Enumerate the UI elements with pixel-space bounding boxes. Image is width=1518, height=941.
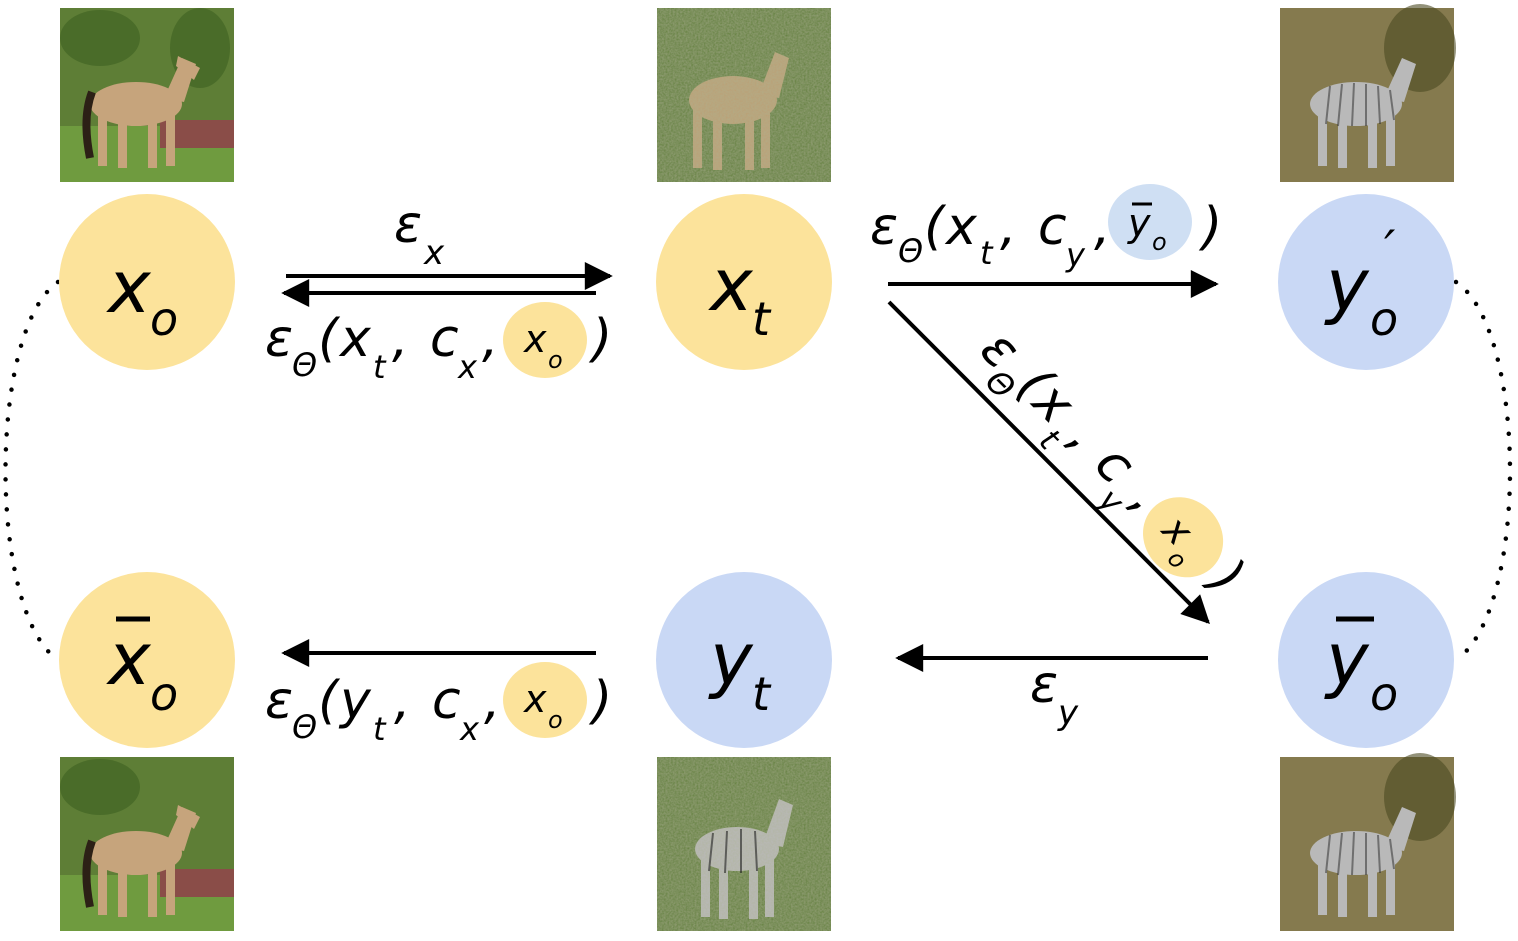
svg-text:,: ,: [394, 671, 411, 731]
svg-text:Θ: Θ: [292, 708, 317, 746]
reconstructed-zebra-photo-icon: [1280, 753, 1456, 931]
svg-text:′: ′: [1384, 220, 1396, 278]
svg-text:x: x: [423, 233, 445, 273]
node-y0-bar-circle: [1278, 572, 1454, 748]
node-x0-bar-circle: [59, 572, 235, 748]
svg-text:y: y: [1065, 236, 1086, 274]
svg-text:x: x: [106, 245, 152, 329]
x0-diagonal-condition-badge: [1143, 497, 1224, 578]
node-xt-circle: [656, 194, 832, 370]
svg-text:ε: ε: [394, 195, 422, 255]
svg-text:x: x: [459, 710, 480, 748]
svg-text:y: y: [1324, 617, 1370, 701]
svg-text:ε: ε: [265, 309, 293, 369]
svg-text:): ): [1198, 197, 1222, 257]
label-encoder-x: ε x: [394, 195, 445, 273]
svg-text:o: o: [1370, 292, 1398, 346]
svg-text:y: y: [338, 671, 372, 731]
svg-text:,: ,: [1094, 197, 1111, 257]
x0-condition-badge: [503, 302, 587, 378]
svg-text:o: o: [150, 292, 178, 346]
svg-text:(: (: [318, 671, 341, 731]
node-y0-bar-label: y o: [1324, 616, 1398, 721]
svg-text:ε: ε: [265, 671, 293, 731]
node-xt-label: x t: [708, 243, 772, 346]
svg-text:c: c: [430, 309, 459, 369]
node-y0-prime-label: y o ′: [1324, 220, 1398, 346]
svg-text:): ): [588, 309, 612, 369]
zebra-photo-icon: [1280, 4, 1456, 182]
label-denoise-x-bottom: ε Θ ( y t , c x , x o ): [265, 662, 612, 748]
svg-text:): ): [588, 671, 612, 731]
svg-text:c: c: [432, 671, 461, 731]
node-yt-circle: [656, 572, 832, 748]
svg-text:o: o: [150, 667, 178, 721]
y0-bar-condition-badge: [1108, 184, 1192, 260]
svg-text:x: x: [457, 348, 478, 386]
node-x0-label: x o: [106, 245, 178, 346]
svg-text:(: (: [318, 309, 341, 369]
svg-text:(: (: [924, 197, 947, 257]
svg-text:y: y: [1057, 693, 1079, 733]
svg-text:,: ,: [482, 309, 499, 369]
left-dotted-connector: [3, 279, 61, 663]
reconstructed-horse-photo-icon: [60, 757, 234, 931]
svg-text:,: ,: [392, 309, 409, 369]
right-dotted-connector: [1453, 279, 1513, 663]
svg-text:ε: ε: [1030, 655, 1058, 715]
svg-text:o: o: [1370, 667, 1398, 721]
node-x0-bar-label: x o: [106, 616, 178, 721]
svg-text:y: y: [1324, 243, 1370, 327]
svg-text:c: c: [1038, 197, 1067, 257]
label-encoder-y: ε y: [1030, 655, 1079, 733]
label-denoise-x-top: ε Θ ( x t , c x , x o ): [265, 302, 612, 386]
arrow-xt-to-y0-bar: [887, 300, 1210, 624]
svg-text:x: x: [523, 317, 547, 361]
svg-text:x: x: [338, 309, 372, 369]
svg-text:t: t: [752, 292, 772, 346]
svg-text:,: ,: [484, 671, 501, 731]
svg-text:y: y: [1127, 201, 1151, 245]
svg-text:t: t: [373, 348, 387, 386]
svg-text:x: x: [106, 617, 152, 701]
x0-condition-badge-bottom: [503, 662, 587, 738]
svg-text:t: t: [373, 710, 387, 748]
svg-text:x: x: [523, 677, 547, 721]
noisy-horse-photo-icon: [657, 8, 831, 182]
svg-text:,: ,: [1000, 197, 1017, 257]
svg-text:Θ: Θ: [898, 232, 923, 270]
horse-photo-icon: [60, 8, 234, 182]
svg-text:y: y: [708, 617, 754, 701]
svg-text:o: o: [1152, 228, 1167, 256]
label-denoise-y-top: ε Θ ( x t , c y , y o ): [870, 184, 1222, 274]
svg-text:o: o: [548, 346, 563, 374]
noisy-zebra-photo-icon: [657, 757, 831, 931]
node-yt-label: y t: [708, 617, 772, 721]
svg-text:o: o: [548, 706, 563, 734]
svg-text:ε: ε: [870, 197, 898, 257]
label-denoise-y-diagonal: ε Θ ( x t , c y , x o ): [969, 319, 1256, 606]
svg-text:t: t: [980, 234, 994, 272]
svg-text:Θ: Θ: [292, 346, 317, 384]
svg-text:x: x: [708, 243, 754, 327]
svg-text:x: x: [944, 197, 978, 257]
node-y0-prime-circle: [1278, 194, 1454, 370]
node-x0-circle: [59, 194, 235, 370]
svg-text:t: t: [752, 667, 772, 721]
